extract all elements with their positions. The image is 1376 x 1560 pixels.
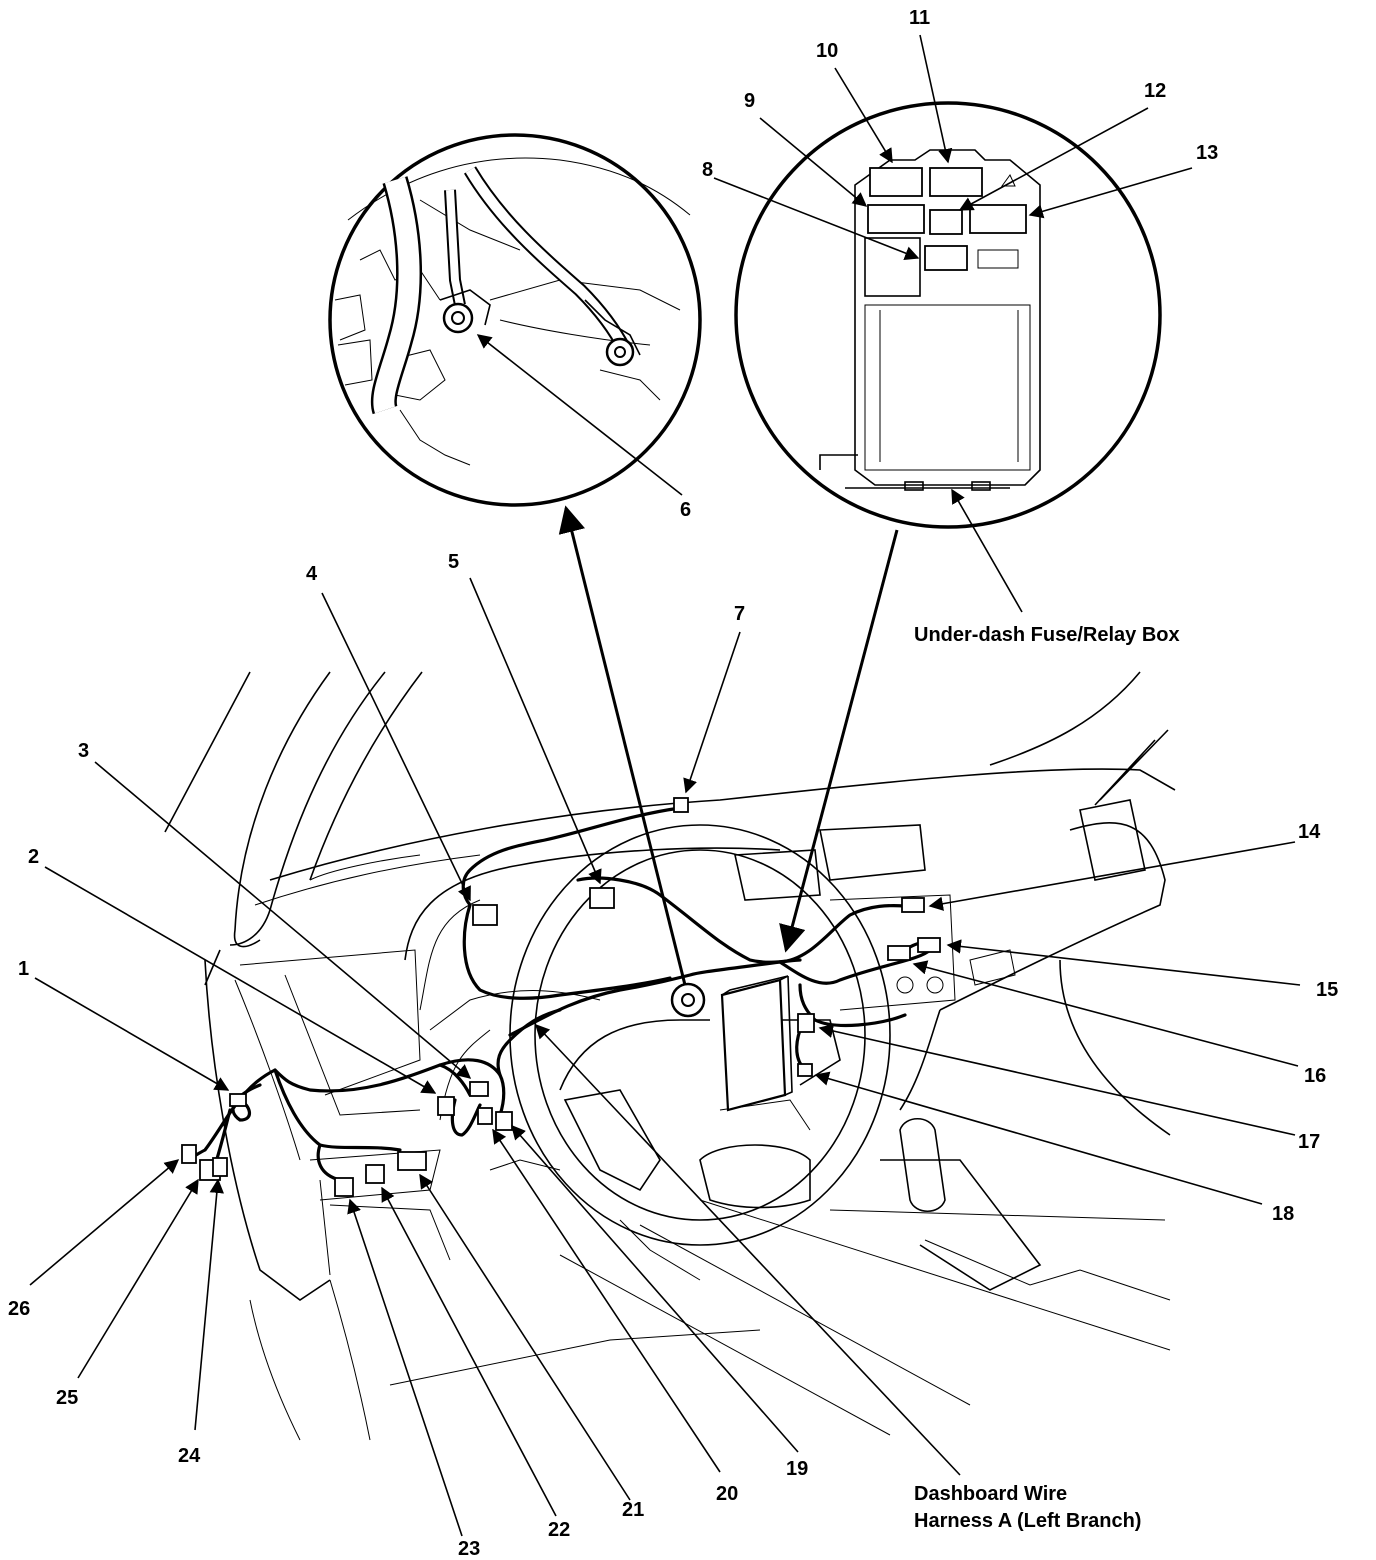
callout-22: 22 [548,1519,570,1541]
callout-5: 5 [448,551,459,573]
callout-8: 8 [702,159,713,181]
callout-15: 15 [1316,979,1338,1001]
fuse-box-detail-circle [734,101,1162,529]
dashboard-outline [164,671,1176,1441]
connectors [181,797,941,1197]
callout-10: 10 [816,40,838,62]
callout-7: 7 [734,603,745,625]
leader-lines [29,34,1301,1537]
callout-1: 1 [18,958,29,980]
callout-24: 24 [178,1445,201,1467]
ground-detail-circle [328,133,702,507]
callout-23: 23 [458,1538,480,1560]
callout-11: 11 [909,7,930,29]
callout-21: 21 [622,1499,644,1521]
callout-4: 4 [306,563,318,585]
callout-17: 17 [1298,1131,1320,1153]
harness-label-line2: Harness A (Left Branch) [914,1510,1141,1532]
callout-6: 6 [680,499,691,521]
detail-pointers [558,505,899,986]
callout-14: 14 [1298,821,1321,843]
fuse-box-label: Under-dash Fuse/Relay Box [914,624,1180,646]
callout-16: 16 [1304,1065,1326,1087]
harness-label-line1: Dashboard Wire [914,1483,1067,1505]
callout-3: 3 [78,740,89,762]
steering-wheel [509,824,891,1246]
callout-20: 20 [716,1483,738,1505]
dashboard-wire-harness [183,806,933,1182]
callout-26: 26 [8,1298,30,1320]
callout-numbers: 1 2 3 4 5 6 7 8 9 10 11 12 13 14 15 16 1… [8,7,1338,1560]
callout-12: 12 [1144,80,1166,102]
callout-13: 13 [1196,142,1218,164]
callout-18: 18 [1272,1203,1294,1225]
callout-25: 25 [56,1387,78,1409]
callout-9: 9 [744,90,755,112]
callout-19: 19 [786,1458,808,1480]
callout-2: 2 [28,846,39,868]
